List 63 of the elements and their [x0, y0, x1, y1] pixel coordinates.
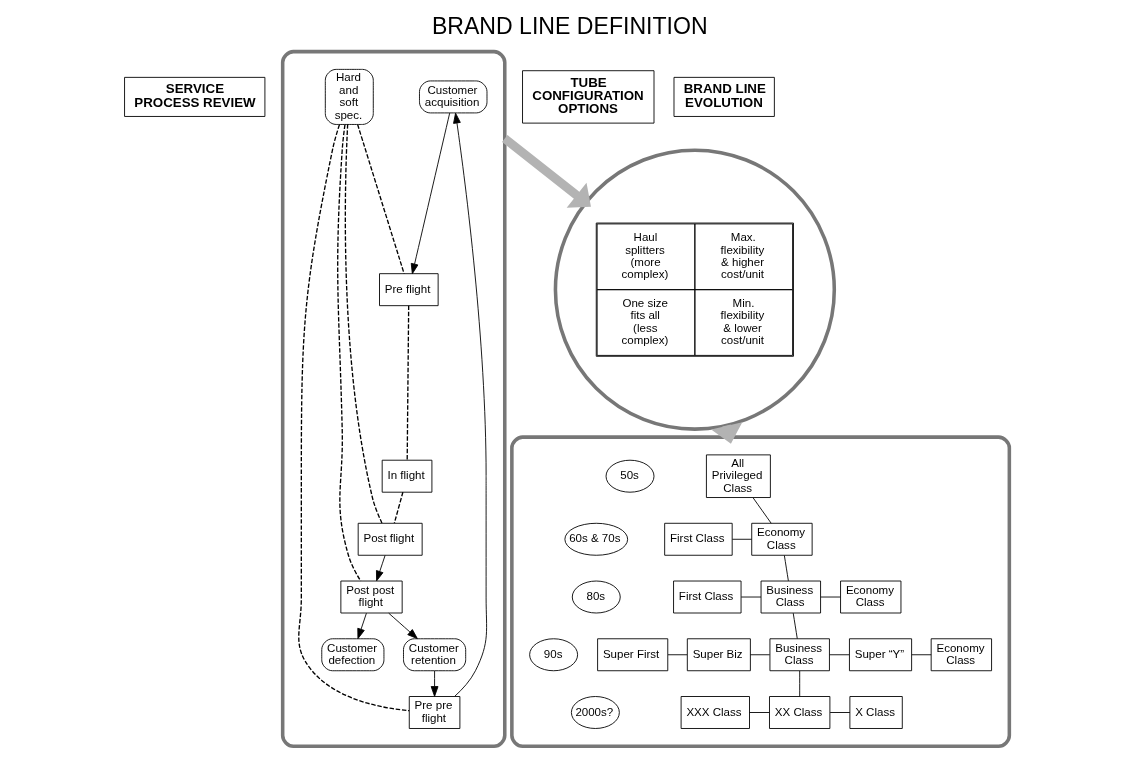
node-box: TUBE CONFIGURATION OPTIONS [521, 70, 654, 124]
connector [829, 712, 850, 713]
node-box: X Class [848, 696, 903, 729]
node-box: Business Class [769, 638, 830, 672]
node-box: Economy Class [839, 580, 901, 614]
connector [297, 124, 410, 712]
connector [828, 654, 850, 656]
node-box: Post post flight [339, 580, 403, 614]
node-box: XXX Class [680, 696, 750, 729]
arrow [410, 112, 450, 275]
node-box: Economy Class [930, 638, 992, 672]
node-box: First Class [672, 580, 741, 614]
node-box: Pre pre flight [408, 696, 460, 729]
node-box: Super First [596, 638, 668, 672]
connector [356, 124, 405, 275]
node-box: XX Class [768, 696, 830, 729]
node-box: In flight [381, 459, 432, 493]
label: One size fits all (less complex) [621, 296, 668, 347]
node-box: First Class [663, 522, 733, 556]
connector [798, 670, 800, 697]
node-ellipse: 80s [571, 580, 621, 614]
node-box: Economy Class [750, 522, 813, 556]
diagram-title: BRAND LINE DEFINITION [431, 12, 708, 39]
arrow [375, 555, 385, 582]
node-ellipse: 50s [605, 459, 654, 493]
connector [792, 612, 798, 640]
connector [344, 123, 383, 524]
node-box: Hard and soft spec. [324, 68, 374, 125]
node-box: Customer defection [320, 638, 384, 672]
node-ellipse: 60s & 70s [563, 522, 628, 556]
connector [393, 491, 404, 524]
cluster [280, 49, 507, 749]
arrow [356, 612, 367, 640]
connector [406, 305, 409, 461]
connector [783, 555, 789, 582]
node-box: Super Biz [686, 638, 751, 672]
node-box: All Privileged Class [705, 454, 771, 498]
node-box: Customer retention [402, 638, 466, 672]
node-box: BRAND LINE EVOLUTION [673, 76, 775, 117]
connector [752, 497, 772, 524]
node-box: Pre flight [378, 273, 439, 307]
connector [336, 124, 361, 582]
arrow [387, 612, 418, 640]
node-box: Business Class [760, 580, 821, 614]
arrow [430, 670, 438, 697]
connector [667, 654, 688, 656]
node-box: Post flight [357, 522, 423, 556]
connector [740, 596, 761, 598]
arrow [452, 112, 487, 697]
connector [819, 596, 841, 598]
node-box: Customer acquisition [418, 80, 487, 114]
connector [749, 654, 770, 656]
node-ellipse: 2000s? [570, 696, 620, 729]
label: Min. flexibility & lower cost/unit [720, 296, 764, 347]
node-box: Super “Y” [848, 638, 912, 672]
connector [748, 712, 770, 713]
node-ellipse: 90s [528, 638, 578, 672]
cluster [509, 435, 1011, 749]
label: Max. flexibility & higher cost/unit [720, 231, 764, 281]
connector [731, 538, 752, 540]
label: Haul splitters (more complex) [621, 231, 668, 281]
node-box: SERVICE PROCESS REVIEW [123, 76, 265, 117]
connector [910, 654, 932, 656]
